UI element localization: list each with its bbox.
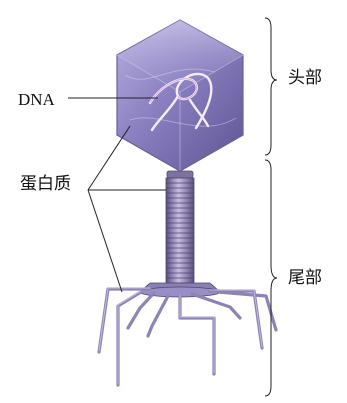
protein-label: 蛋白质 [20, 176, 71, 193]
dna-label: DNA [18, 91, 55, 108]
head-label: 头部 [288, 70, 322, 87]
capsid-head [117, 20, 243, 171]
tail-brace [265, 160, 277, 396]
tail-label: 尾部 [288, 270, 322, 287]
protein-leader-line-head [88, 126, 130, 190]
tail-fibers [99, 289, 276, 385]
protein-leader-line-fiber [88, 190, 122, 292]
tail-sheath [166, 178, 194, 283]
head-brace [265, 18, 277, 155]
collar [167, 171, 193, 178]
